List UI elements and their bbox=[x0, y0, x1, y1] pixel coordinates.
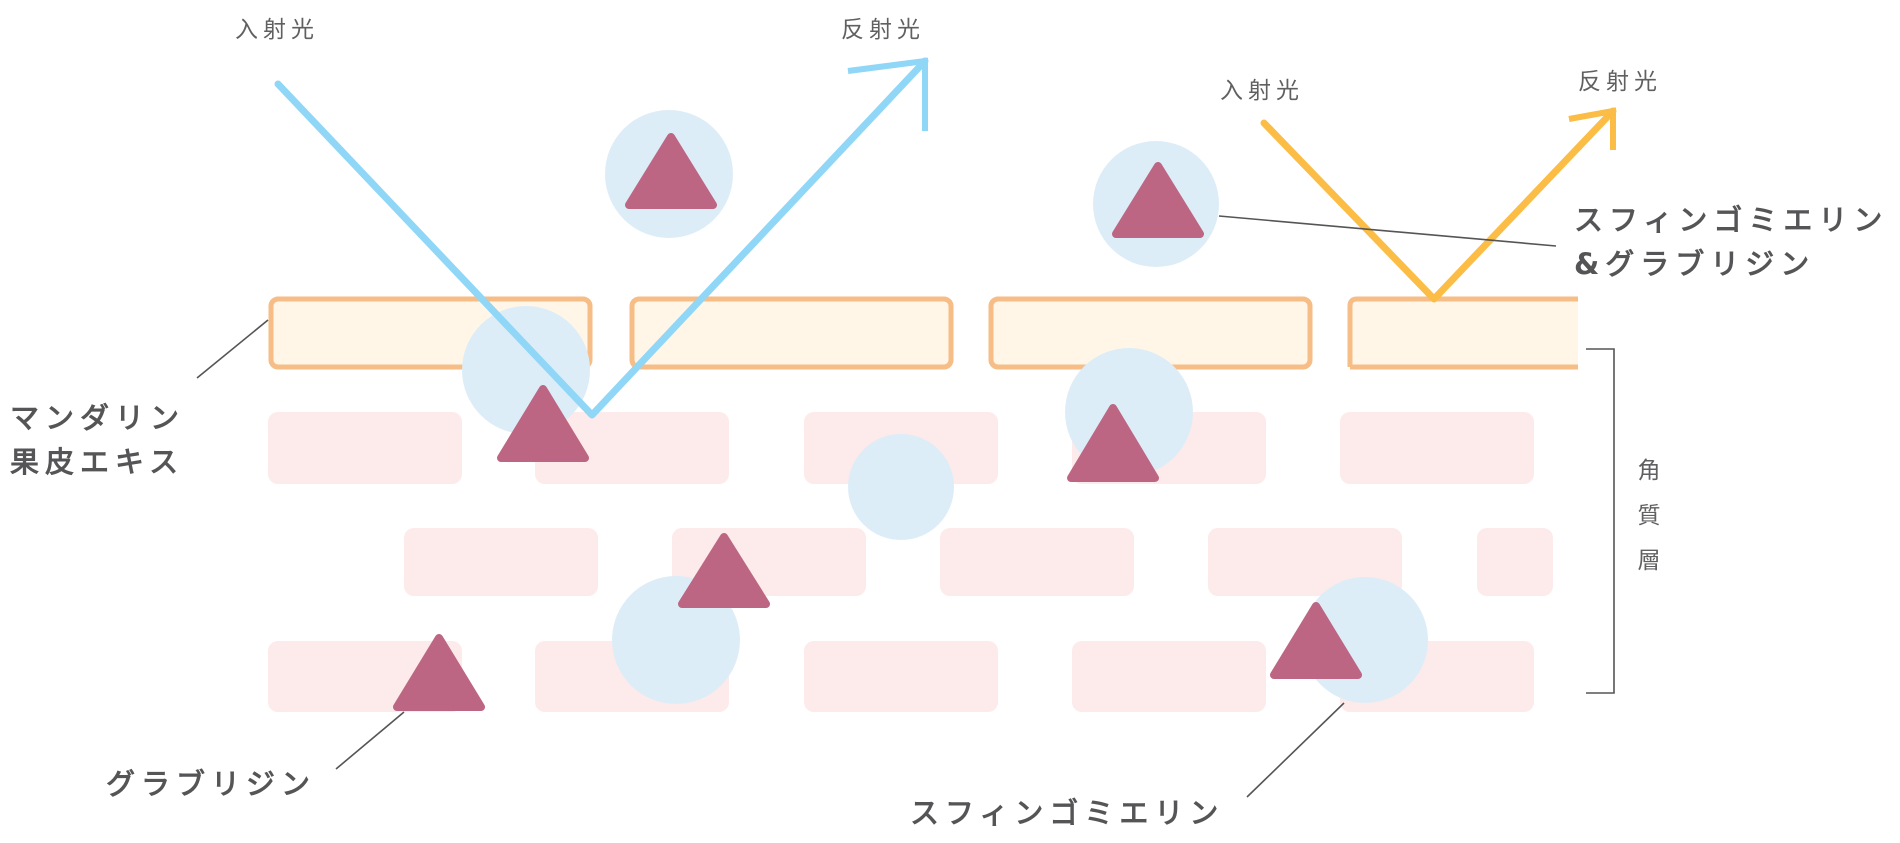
mandarin-extract-box bbox=[1350, 299, 1578, 367]
corneocyte-cell bbox=[1340, 412, 1534, 484]
leader-line-sphingomyelin bbox=[1246, 702, 1345, 798]
sphingomyelin-glabridin-label: スフィンゴミエリン &グラブリジン bbox=[1574, 198, 1888, 286]
glabridin-triangle bbox=[393, 634, 485, 711]
sphingomyelin-molecules bbox=[462, 110, 1428, 704]
glabridin-triangle bbox=[625, 133, 717, 209]
sphingomyelin-glabridin-line1: スフィンゴミエリン bbox=[1574, 203, 1889, 237]
leader-lines bbox=[196, 215, 1615, 798]
glabridin-triangle bbox=[1112, 162, 1204, 238]
corneocyte-cell bbox=[404, 528, 598, 596]
glabridin-triangle bbox=[1067, 404, 1159, 482]
arrowhead-blue bbox=[847, 57, 928, 131]
mandarin-extract-line1: マンダリン bbox=[10, 401, 186, 435]
corneocyte-cell bbox=[268, 412, 462, 484]
stratum-bracket bbox=[1586, 348, 1615, 694]
glabridin-triangle bbox=[497, 385, 589, 462]
stratum-char: 層 bbox=[1637, 548, 1661, 574]
stratum-char: 質 bbox=[1637, 503, 1661, 529]
stratum-corneum-label: 角 質 層 bbox=[1634, 449, 1664, 584]
glabridin-label: グラブリジン bbox=[106, 767, 317, 801]
corneocyte-cell bbox=[1477, 528, 1553, 596]
corneocyte-cell bbox=[940, 528, 1134, 596]
leader-line-mandarin bbox=[196, 319, 269, 379]
glabridin-triangle bbox=[1270, 602, 1362, 679]
light-ray-orange bbox=[1260, 107, 1617, 303]
corneocyte-cell bbox=[535, 412, 729, 484]
sphingomyelin-label: スフィンゴミエリン bbox=[910, 796, 1225, 830]
sphingomyelin-glabridin-line2: &グラブリジン bbox=[1574, 247, 1816, 281]
stratum-char: 角 bbox=[1637, 458, 1661, 484]
leader-line-sphingo-glabri bbox=[1218, 215, 1557, 247]
light-ray-blue bbox=[274, 57, 929, 419]
glabridin-triangle bbox=[678, 533, 770, 608]
corneocyte-cell bbox=[804, 641, 998, 712]
sphingomyelin-circle bbox=[462, 306, 590, 434]
arrowhead-orange bbox=[1568, 107, 1616, 150]
incident-light-label-right: 入射光 bbox=[1220, 78, 1304, 104]
glabridin-molecules bbox=[393, 133, 1362, 711]
mandarin-extract-line2: 果皮エキス bbox=[10, 445, 185, 479]
mandarin-extract-box-edge bbox=[1347, 296, 1578, 370]
sphingomyelin-circle bbox=[848, 434, 954, 540]
mandarin-extract-label: マンダリン 果皮エキス bbox=[10, 396, 185, 484]
reflected-light-label-left: 反射光 bbox=[841, 17, 925, 43]
incident-light-label-left: 入射光 bbox=[235, 17, 319, 43]
leader-line-glabridin bbox=[335, 711, 405, 770]
mandarin-extract-box bbox=[629, 296, 954, 370]
reflected-light-label-right: 反射光 bbox=[1578, 69, 1662, 95]
corneocyte-cell bbox=[1072, 641, 1266, 712]
